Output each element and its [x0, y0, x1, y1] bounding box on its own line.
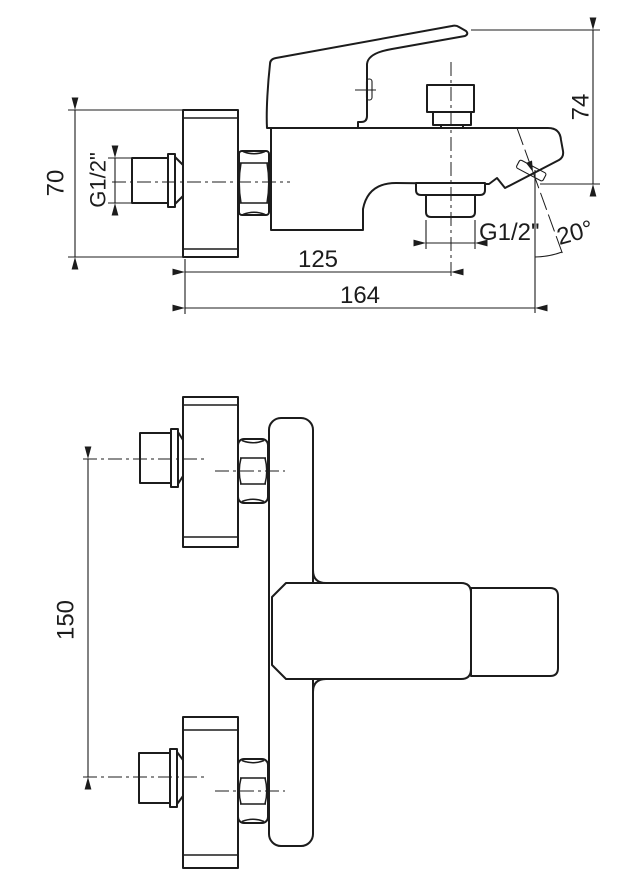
dim-inlet-thread-label: G1/2"	[86, 152, 111, 208]
lever-handle	[265, 24, 469, 129]
eccentric-connector-bottom	[138, 748, 184, 808]
dim-70-label: 70	[43, 170, 70, 197]
dimension-164: 164	[172, 282, 548, 312]
bar-block-fillet	[312, 678, 327, 693]
flow-direction-arrow	[526, 160, 533, 172]
dim-125-label: 125	[298, 246, 338, 273]
dimension-74: 74	[471, 17, 600, 197]
wall-plate-bottom	[182, 716, 239, 869]
eccentric-connector	[131, 153, 184, 208]
hex-nut	[238, 150, 270, 216]
dim-outlet-thread-label: G1/2"	[479, 219, 540, 246]
dim-150-label: 150	[53, 600, 80, 640]
dimension-inlet-thread: G1/2"	[86, 145, 134, 216]
wall-plate-top	[182, 396, 239, 548]
angle-arc	[534, 251, 563, 258]
spout-aerator	[516, 159, 547, 182]
eccentric-connector-top	[139, 428, 184, 488]
wall-plate	[182, 109, 239, 258]
dimension-125: 125	[172, 246, 464, 314]
bar-block-fillet	[312, 569, 327, 584]
dimension-150: 150	[53, 446, 92, 790]
upper-outlet-neck	[432, 111, 472, 126]
dimension-70: 70	[43, 97, 183, 270]
dimension-outlet-thread: G1/2"	[413, 219, 540, 249]
dim-164-label: 164	[340, 282, 380, 309]
plan-view: 150	[53, 396, 559, 869]
dim-angle-label: 20°	[554, 215, 596, 250]
body-block	[271, 582, 472, 680]
dim-74-label: 74	[568, 94, 595, 121]
side-view: 70 G1/2" 74 G1/2" 20° 125	[43, 17, 600, 314]
handle-indicator	[365, 78, 373, 101]
faucet-body	[270, 127, 565, 231]
spout-top-view	[470, 587, 559, 677]
